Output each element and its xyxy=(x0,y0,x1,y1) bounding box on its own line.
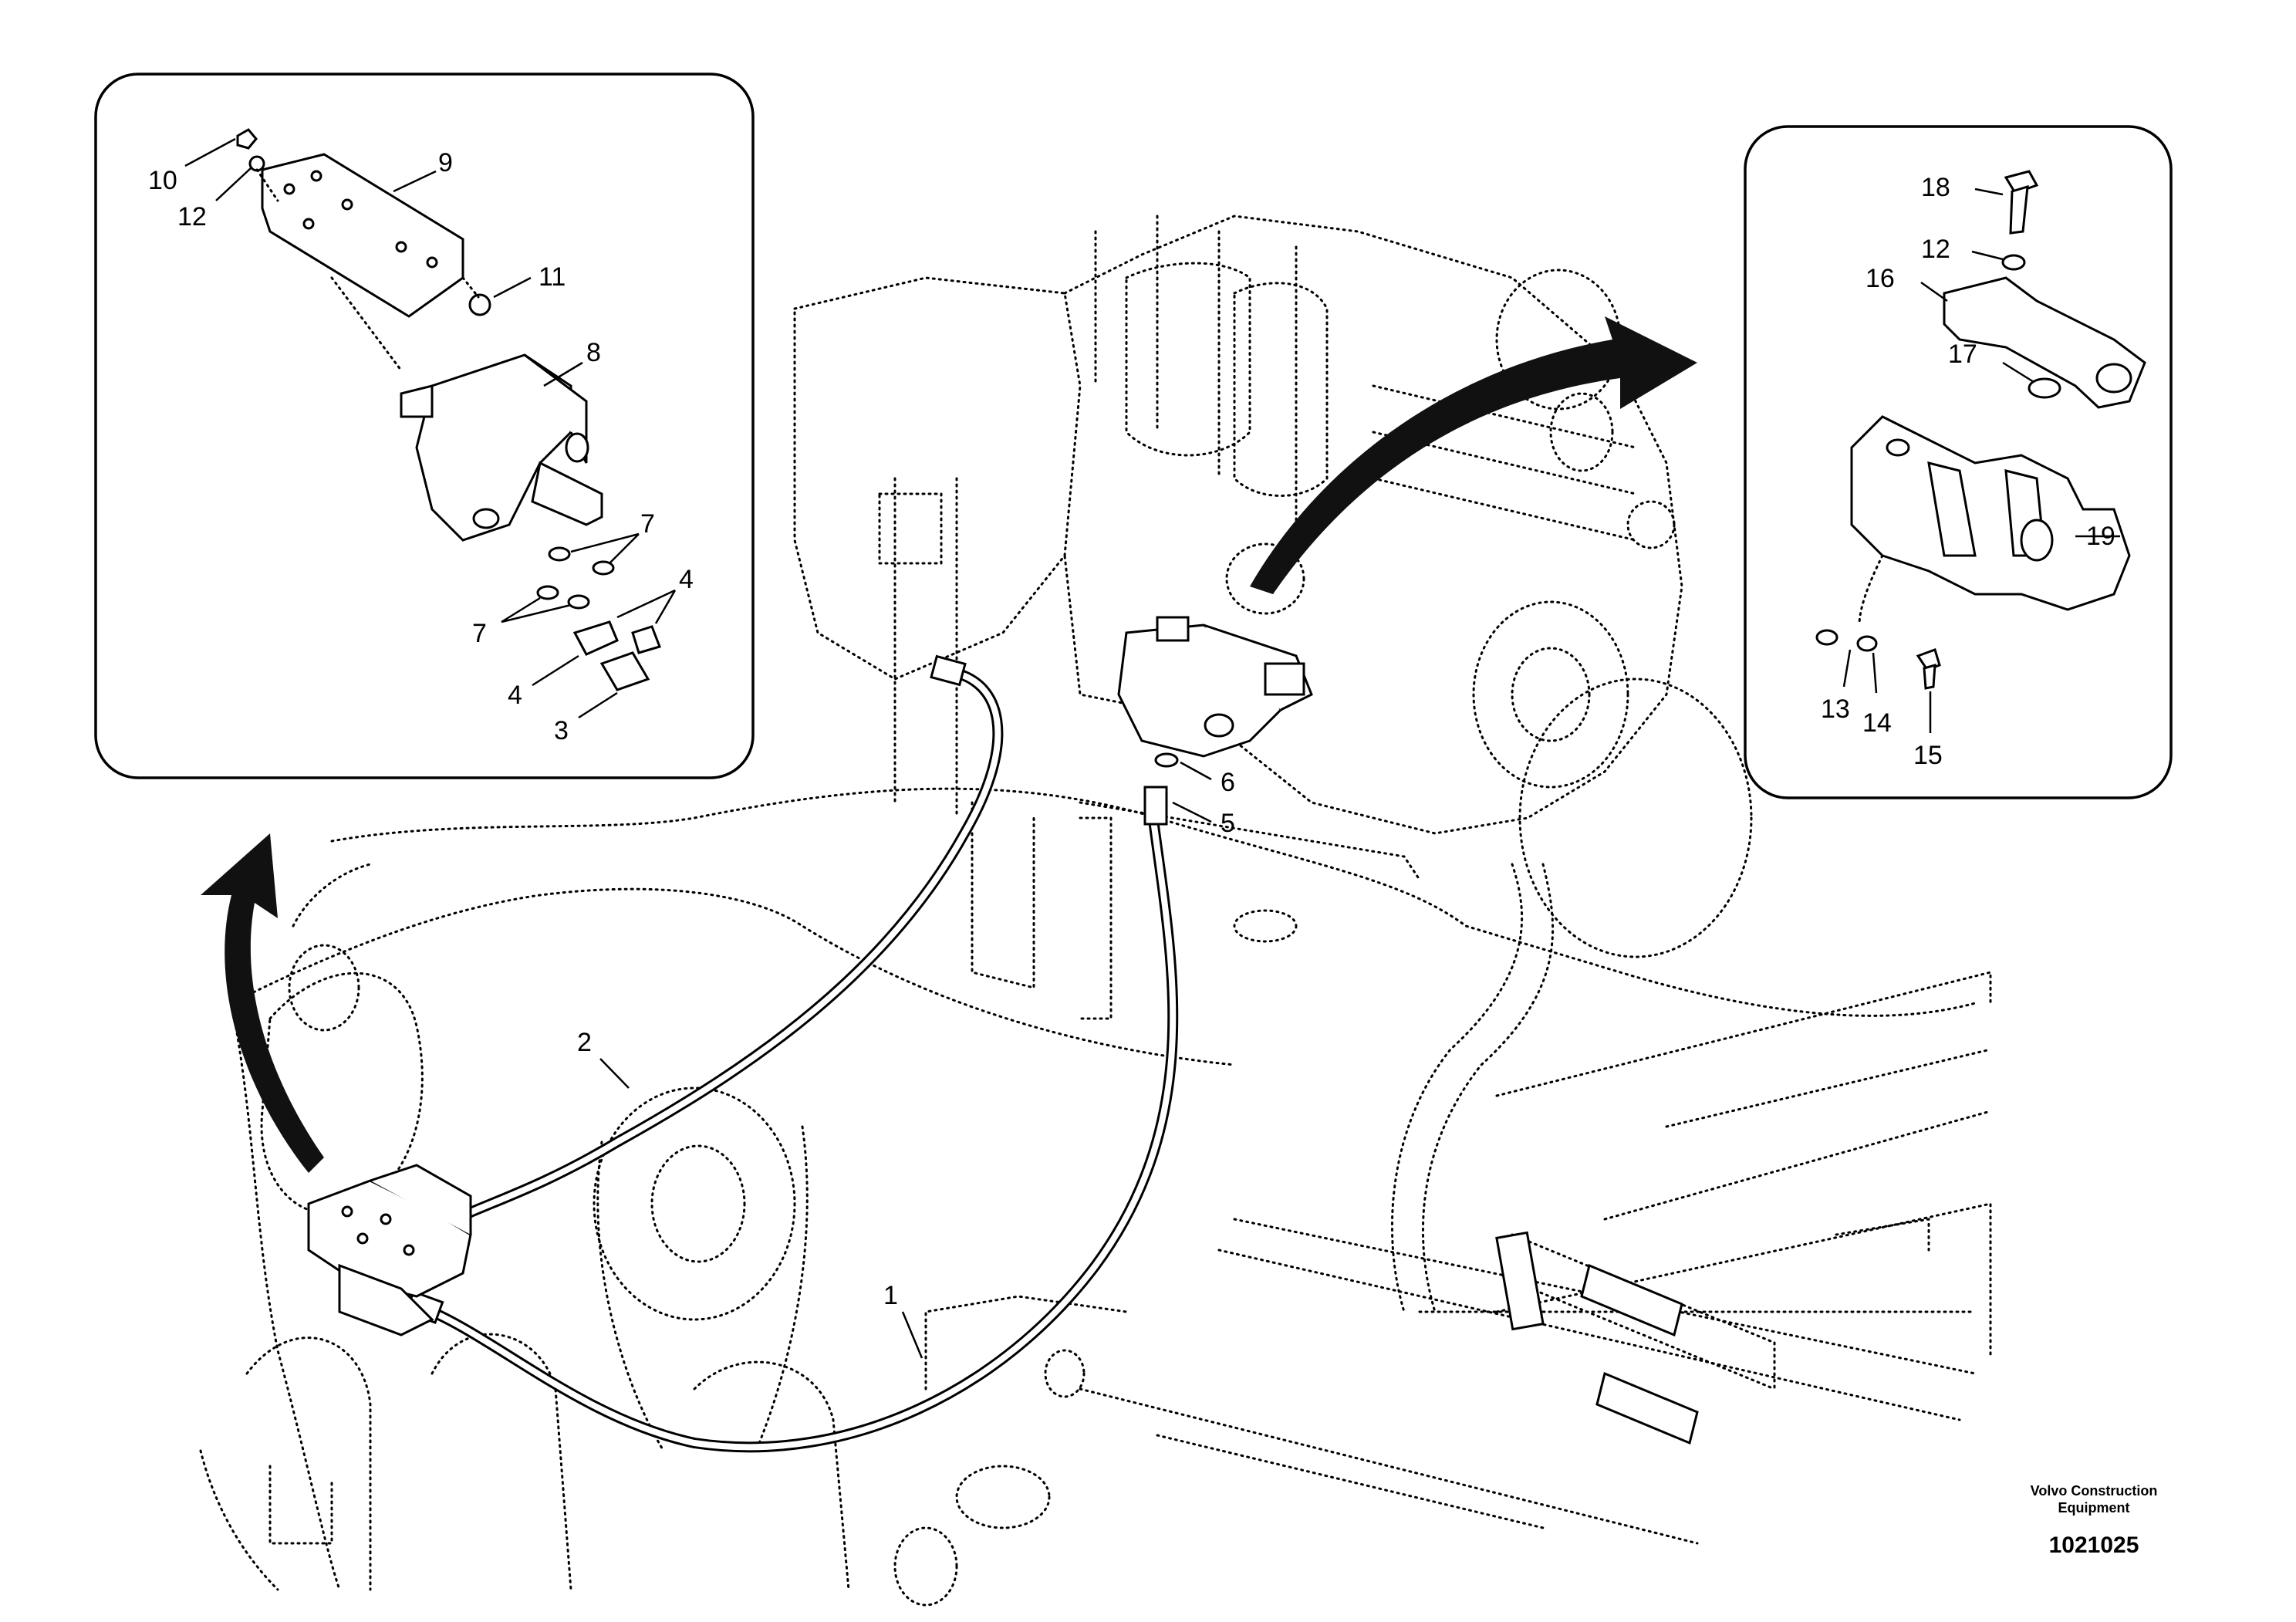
part-18-bolt xyxy=(2004,170,2039,194)
footer: Volvo Construction Equipment 1021025 xyxy=(2031,1483,2158,1558)
seal-6 xyxy=(1154,752,1179,768)
callout-15: 15 xyxy=(1913,741,1943,770)
callout-4-left: 4 xyxy=(508,681,522,710)
callout-7-bottom: 7 xyxy=(472,619,487,648)
part-4-fitting-b xyxy=(631,625,661,654)
part-19-pump xyxy=(1850,415,2131,611)
callout-18: 18 xyxy=(1921,173,1950,202)
main-callouts: 1 2 5 6 xyxy=(577,761,1235,1359)
callout-17: 17 xyxy=(1948,340,1977,369)
part-8-valve xyxy=(415,353,572,542)
fittings-main xyxy=(404,654,1179,1324)
detail-box-pump: 18 12 16 17 19 13 14 15 xyxy=(1744,125,2173,799)
part-4-fitting-a xyxy=(572,620,619,656)
callout-11: 11 xyxy=(539,262,566,292)
part-3-fitting xyxy=(599,651,650,691)
callout-8: 8 xyxy=(586,338,601,367)
callout-1: 1 xyxy=(883,1281,898,1310)
arrow-to-detail-right xyxy=(1250,316,1697,594)
part-7-oring-d xyxy=(567,594,590,610)
drawing-number: 1021025 xyxy=(2049,1532,2139,1558)
callout-5: 5 xyxy=(1221,809,1235,838)
callout-2: 2 xyxy=(577,1028,592,1057)
brand-line-1: Volvo Construction xyxy=(2031,1483,2158,1499)
callout-3: 3 xyxy=(554,716,569,745)
fitting-5 xyxy=(1143,786,1168,826)
gear-pump-main xyxy=(1117,616,1313,758)
part-14-washer xyxy=(1856,635,1878,652)
part-12-washer-right xyxy=(2001,254,2026,271)
callout-16: 16 xyxy=(1866,264,1895,293)
arrow-to-detail-left xyxy=(201,833,324,1173)
callout-6: 6 xyxy=(1221,768,1235,797)
machine-background xyxy=(199,215,1992,1607)
callout-12-left: 12 xyxy=(177,202,207,231)
part-7-oring-a xyxy=(548,546,571,562)
brand-line-2: Equipment xyxy=(2058,1500,2130,1516)
callout-19: 19 xyxy=(2086,522,2115,551)
part-10-bolt xyxy=(236,128,258,150)
hose-1 xyxy=(427,820,1179,1453)
detail-box-valve: 10 12 9 11 8 7 7 4 4 3 xyxy=(94,73,755,779)
part-7-oring-b xyxy=(592,560,615,576)
callout-12-right: 12 xyxy=(1921,235,1950,264)
part-12-washer-left xyxy=(248,155,265,172)
callout-9: 9 xyxy=(438,148,453,177)
valve-assembly-main xyxy=(307,1164,472,1336)
part-16-adapter xyxy=(1943,276,2146,409)
fitting-hose2-top xyxy=(930,654,967,687)
part-11-nut xyxy=(468,293,491,316)
callout-7-top: 7 xyxy=(640,509,655,539)
callout-10: 10 xyxy=(148,166,177,195)
part-17-oring xyxy=(2028,377,2061,399)
callout-13: 13 xyxy=(1821,694,1850,724)
part-13-washer xyxy=(1815,629,1838,646)
callout-14: 14 xyxy=(1862,708,1892,738)
hoses xyxy=(427,666,1179,1453)
callout-4-right: 4 xyxy=(679,565,694,594)
part-7-oring-c xyxy=(536,585,559,600)
part-9-plate xyxy=(261,153,464,318)
